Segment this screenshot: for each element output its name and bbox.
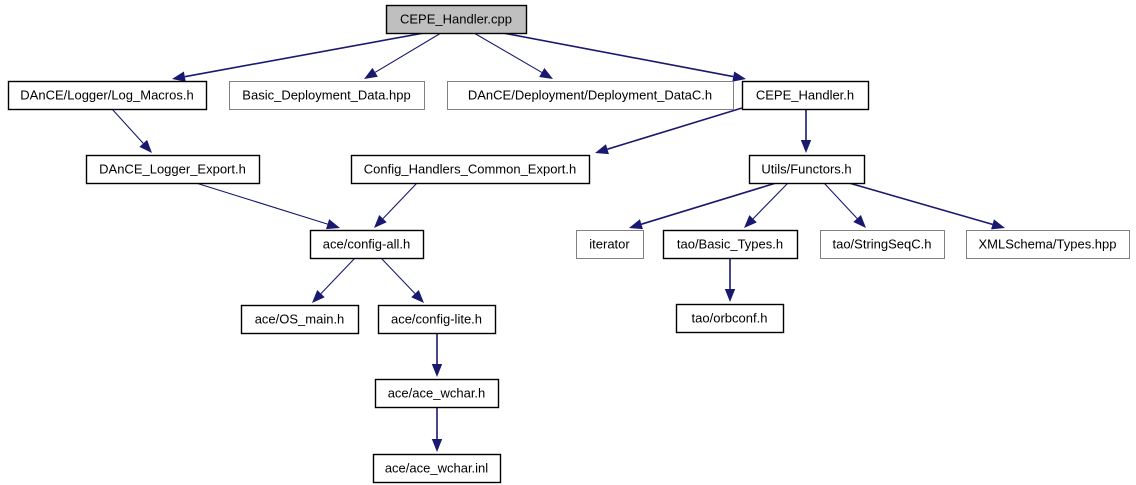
- edge-n14-to-n16: [431, 333, 443, 377]
- node-box[interactable]: [309, 229, 425, 260]
- node-n5[interactable]: DAnCE_Logger_Export.h: [85, 154, 261, 185]
- edge-arrowhead: [326, 219, 340, 230]
- node-box[interactable]: [662, 229, 799, 260]
- edge-line: [111, 108, 144, 144]
- edge-n1-to-n5: [111, 108, 152, 153]
- edge-n4-to-n6: [595, 107, 743, 155]
- node-n0[interactable]: CEPE_Handler.cpp: [385, 4, 528, 35]
- edge-n4-to-n7: [800, 109, 812, 153]
- node-n17[interactable]: ace/ace_wchar.inl: [372, 453, 502, 484]
- node-n13[interactable]: ace/OS_main.h: [240, 304, 360, 335]
- edge-n8-to-n14: [380, 257, 424, 303]
- edge-n7-to-n10: [744, 182, 789, 228]
- node-box[interactable]: [377, 304, 497, 335]
- edge-n0-to-n2: [364, 32, 442, 79]
- edge-arrowhead: [595, 144, 609, 155]
- edges-layer: [111, 32, 1005, 452]
- edge-line: [195, 182, 328, 225]
- edge-line: [502, 32, 734, 78]
- edge-line: [374, 32, 442, 73]
- edge-line: [380, 257, 416, 294]
- edge-n0-to-n1: [172, 32, 425, 82]
- node-box[interactable]: [966, 230, 1130, 259]
- edge-arrowhead: [312, 290, 325, 303]
- edge-n5-to-n8: [195, 182, 340, 230]
- node-n7[interactable]: Utils/Functors.h: [748, 154, 866, 185]
- edge-arrowhead: [364, 67, 378, 79]
- edge-n7-to-n9: [629, 182, 777, 230]
- node-box[interactable]: [7, 80, 208, 111]
- node-box[interactable]: [374, 378, 500, 409]
- node-n8[interactable]: ace/config-all.h: [309, 229, 425, 260]
- edge-line: [607, 107, 743, 150]
- edge-arrowhead: [991, 219, 1005, 230]
- node-n4[interactable]: CEPE_Handler.h: [741, 80, 870, 111]
- edge-arrowhead: [172, 71, 186, 82]
- node-n14[interactable]: ace/config-lite.h: [377, 304, 497, 335]
- node-box[interactable]: [385, 4, 528, 35]
- node-box[interactable]: [820, 230, 945, 259]
- node-n1[interactable]: DAnCE/Logger/Log_Macros.h: [7, 80, 208, 111]
- node-box[interactable]: [576, 230, 644, 259]
- node-n15[interactable]: tao/orbconf.h: [675, 303, 785, 334]
- edge-line: [752, 182, 789, 220]
- node-box[interactable]: [229, 81, 425, 110]
- node-box[interactable]: [372, 453, 502, 484]
- node-box[interactable]: [240, 304, 360, 335]
- edge-line: [848, 182, 993, 226]
- edge-n6-to-n8: [374, 182, 418, 228]
- edge-arrowhead: [374, 215, 387, 228]
- node-box[interactable]: [748, 154, 866, 185]
- edge-arrowhead: [800, 140, 812, 153]
- edge-arrowhead: [629, 219, 643, 230]
- node-n9[interactable]: iterator: [576, 230, 644, 259]
- node-n11[interactable]: tao/StringSeqC.h: [820, 230, 945, 259]
- edge-line: [641, 182, 777, 225]
- edge-line: [320, 257, 356, 294]
- edge-line: [382, 182, 418, 219]
- edge-n16-to-n17: [431, 407, 443, 452]
- edge-arrowhead: [732, 71, 746, 82]
- node-box[interactable]: [85, 154, 261, 185]
- edge-n7-to-n11: [823, 182, 866, 228]
- edge-n8-to-n13: [312, 257, 356, 303]
- edge-arrowhead: [411, 290, 424, 303]
- edge-arrowhead: [431, 439, 443, 452]
- edge-arrowhead: [431, 364, 443, 377]
- node-box[interactable]: [741, 80, 870, 111]
- node-n6[interactable]: Config_Handlers_Common_Export.h: [350, 154, 591, 185]
- node-box[interactable]: [447, 81, 734, 110]
- edge-n0-to-n3: [473, 32, 553, 79]
- edge-n10-to-n15: [724, 258, 736, 302]
- node-n2[interactable]: Basic_Deployment_Data.hpp: [229, 81, 425, 110]
- node-box[interactable]: [350, 154, 591, 185]
- edge-arrowhead: [744, 215, 757, 228]
- edge-arrowhead: [724, 289, 736, 302]
- node-n10[interactable]: tao/Basic_Types.h: [662, 229, 799, 260]
- node-n12[interactable]: XMLSchema/Types.hpp: [966, 230, 1130, 259]
- node-n3[interactable]: DAnCE/Deployment/Deployment_DataC.h: [447, 81, 734, 110]
- node-n16[interactable]: ace/ace_wchar.h: [374, 378, 500, 409]
- edge-n7-to-n12: [848, 182, 1005, 230]
- edge-arrowhead: [539, 67, 553, 79]
- edge-arrowhead: [139, 139, 152, 153]
- edge-line: [823, 182, 858, 219]
- edge-line: [473, 32, 543, 73]
- node-box[interactable]: [675, 303, 785, 334]
- edge-line: [184, 32, 425, 78]
- edge-arrowhead: [853, 214, 866, 228]
- edge-n0-to-n4: [502, 32, 746, 82]
